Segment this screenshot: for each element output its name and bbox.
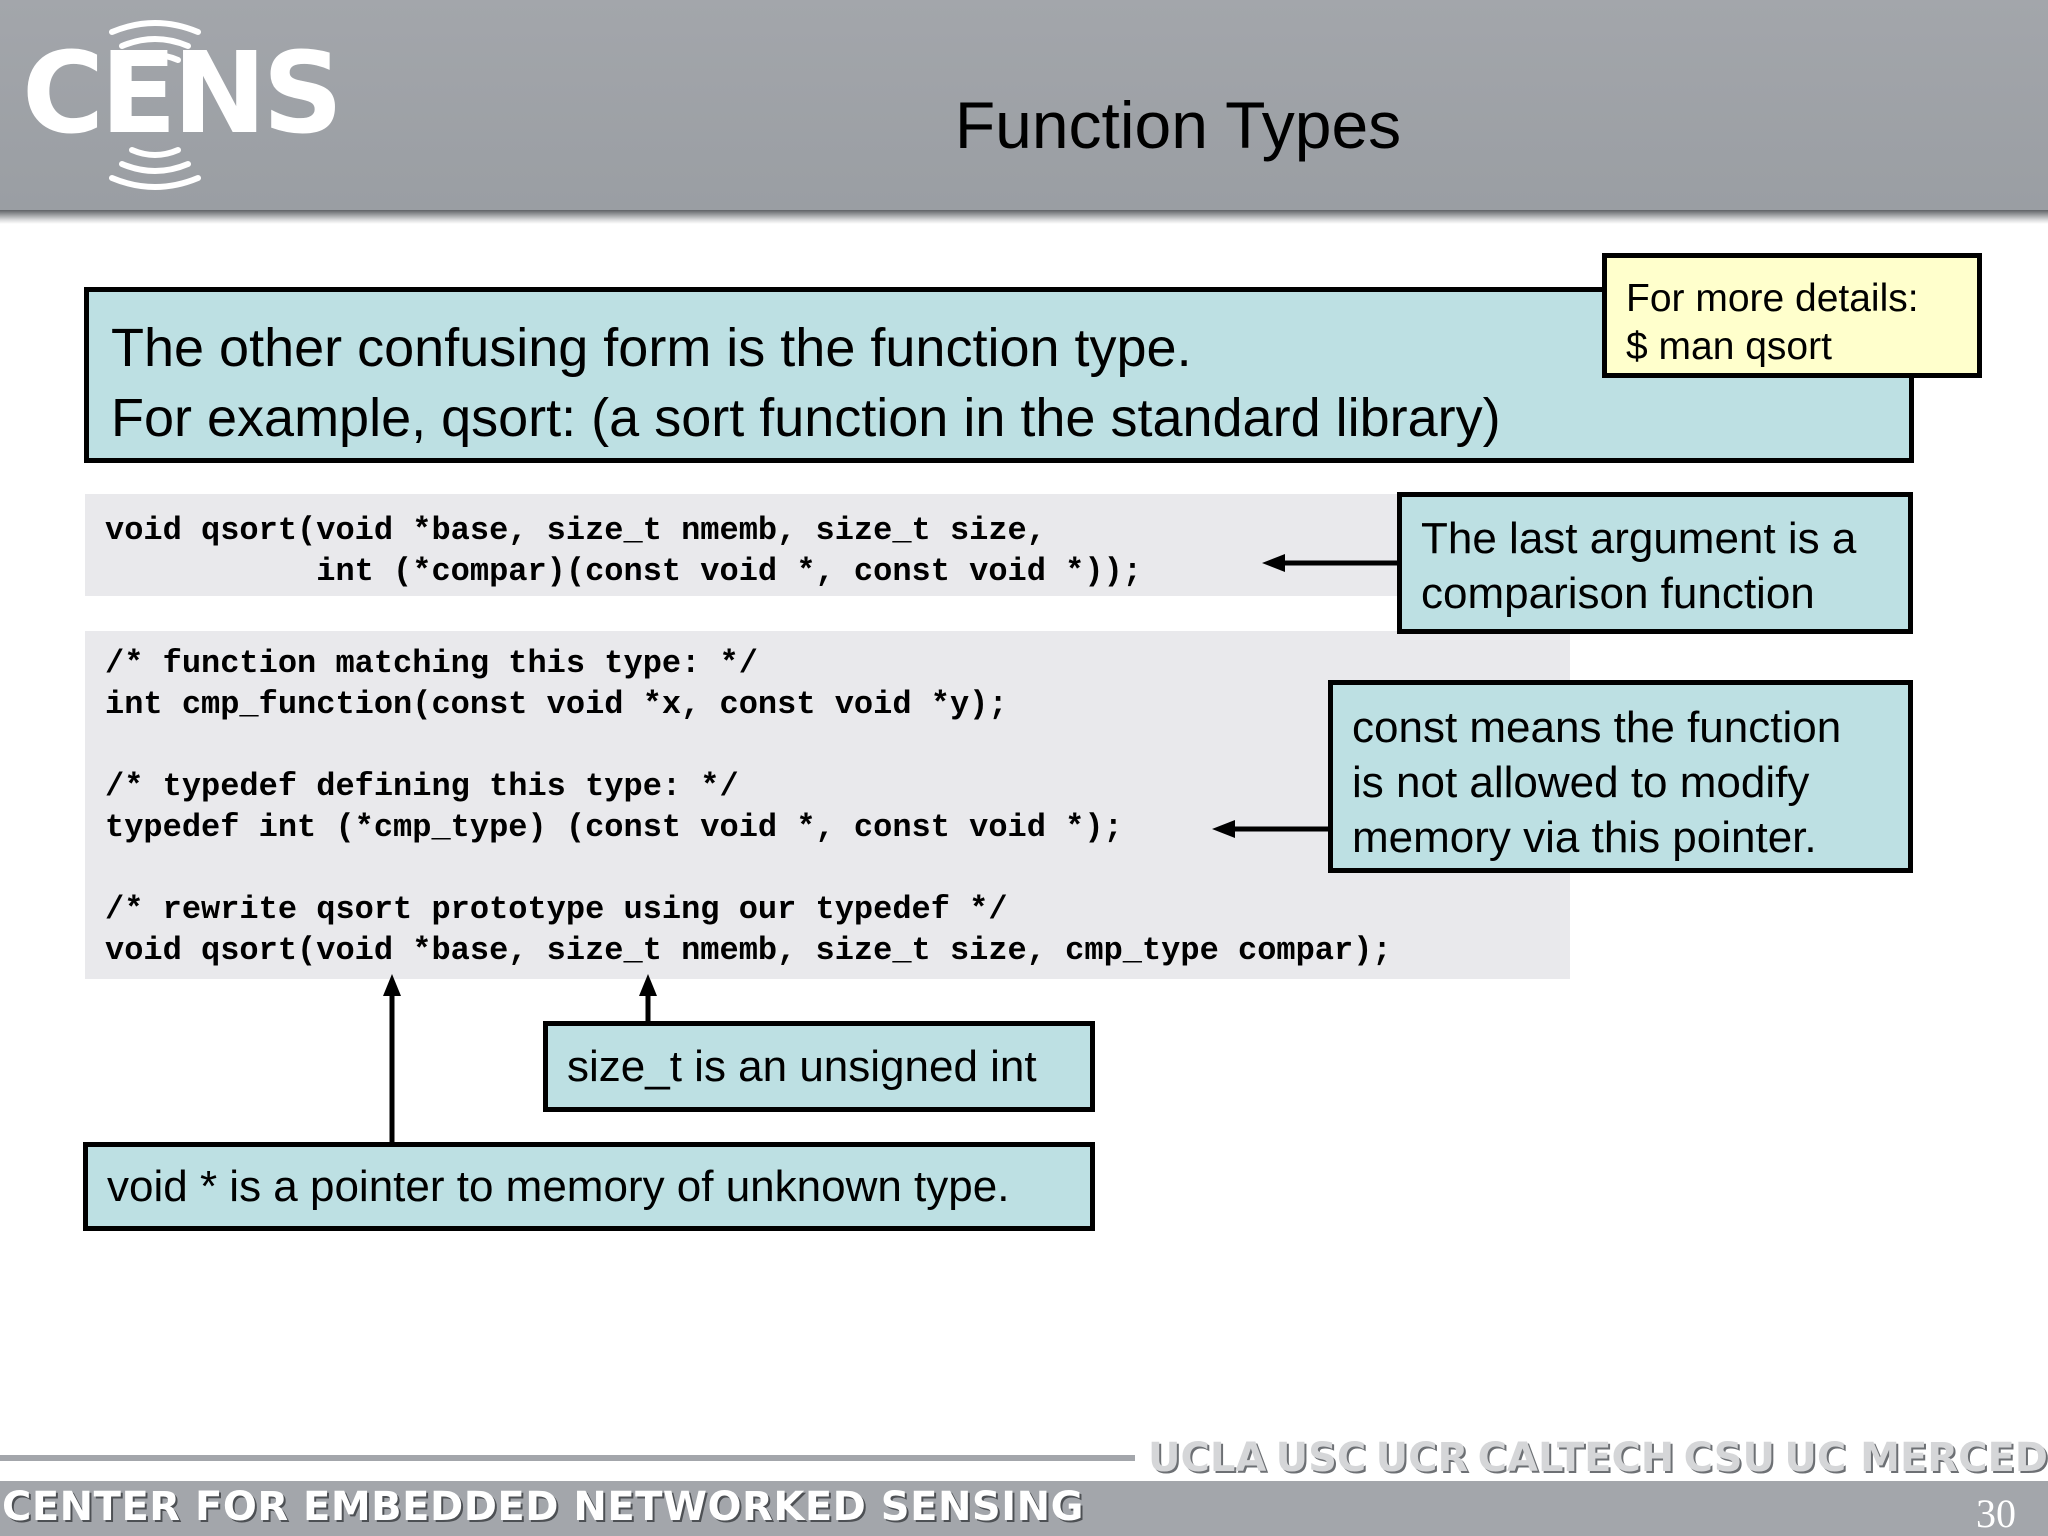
page-number: 30 — [1976, 1491, 2016, 1536]
code-line: typedef int (*cmp_type) (const void *, c… — [105, 809, 1123, 846]
const-note: const means the function is not allowed … — [1328, 680, 1913, 873]
intro-line-2: For example, qsort: (a sort function in … — [111, 388, 1501, 448]
note-line: const means the function — [1352, 703, 1842, 752]
note-line: memory via this pointer. — [1352, 813, 1817, 862]
note-line: comparison function — [1421, 569, 1815, 618]
void-pointer-note: void * is a pointer to memory of unknown… — [83, 1142, 1095, 1231]
intro-line-1: The other confusing form is the function… — [111, 318, 1192, 378]
footer-bar — [0, 1481, 2048, 1536]
footer-rule — [0, 1455, 1135, 1461]
slide-title: Function Types — [954, 88, 1402, 162]
details-line-1: For more details: — [1626, 277, 1919, 320]
center-name: CENTER FOR EMBEDDED NETWORKED SENSING — [2, 1484, 1084, 1530]
header-bar — [0, 0, 2048, 210]
note-line: The last argument is a — [1421, 514, 1857, 563]
partner-uc-merced: UC MERCED — [1784, 1438, 2048, 1478]
note-line: void * is a pointer to memory of unknown… — [107, 1162, 1010, 1211]
code-line: /* rewrite qsort prototype using our typ… — [105, 891, 1008, 928]
last-argument-note: The last argument is a comparison functi… — [1397, 492, 1913, 634]
partner-csu: CSU — [1683, 1438, 1776, 1478]
header-shadow — [0, 210, 2048, 224]
code-line: /* typedef defining this type: */ — [105, 768, 739, 805]
size-t-note: size_t is an unsigned int — [543, 1021, 1095, 1112]
partner-usc: USC — [1275, 1438, 1367, 1478]
partner-ucla: UCLA — [1148, 1438, 1267, 1478]
qsort-prototype-code: void qsort(void *base, size_t nmemb, siz… — [85, 494, 1440, 596]
details-line-2: $ man qsort — [1626, 325, 1832, 368]
code-line: /* function matching this type: */ — [105, 645, 758, 682]
typedef-example-code: /* function matching this type: */ int cm… — [85, 631, 1570, 979]
partner-ucr: UCR — [1375, 1438, 1469, 1478]
details-callout: For more details: $ man qsort — [1602, 253, 1982, 378]
partner-caltech: CALTECH — [1477, 1438, 1675, 1478]
code-line: void qsort(void *base, size_t nmemb, siz… — [105, 932, 1392, 969]
partner-universities: UCLA USC UCR CALTECH CSU UC MERCED — [1148, 1438, 2048, 1478]
note-line: size_t is an unsigned int — [567, 1042, 1037, 1091]
logo-text: CENS — [22, 29, 343, 159]
code-line: int (*compar)(const void *, const void *… — [105, 553, 1142, 590]
code-line: void qsort(void *base, size_t nmemb, siz… — [105, 512, 1046, 549]
cens-logo-icon — [109, 20, 201, 190]
code-line: int cmp_function(const void *x, const vo… — [105, 686, 1008, 723]
intro-box: The other confusing form is the function… — [84, 287, 1914, 463]
note-line: is not allowed to modify — [1352, 758, 1810, 807]
